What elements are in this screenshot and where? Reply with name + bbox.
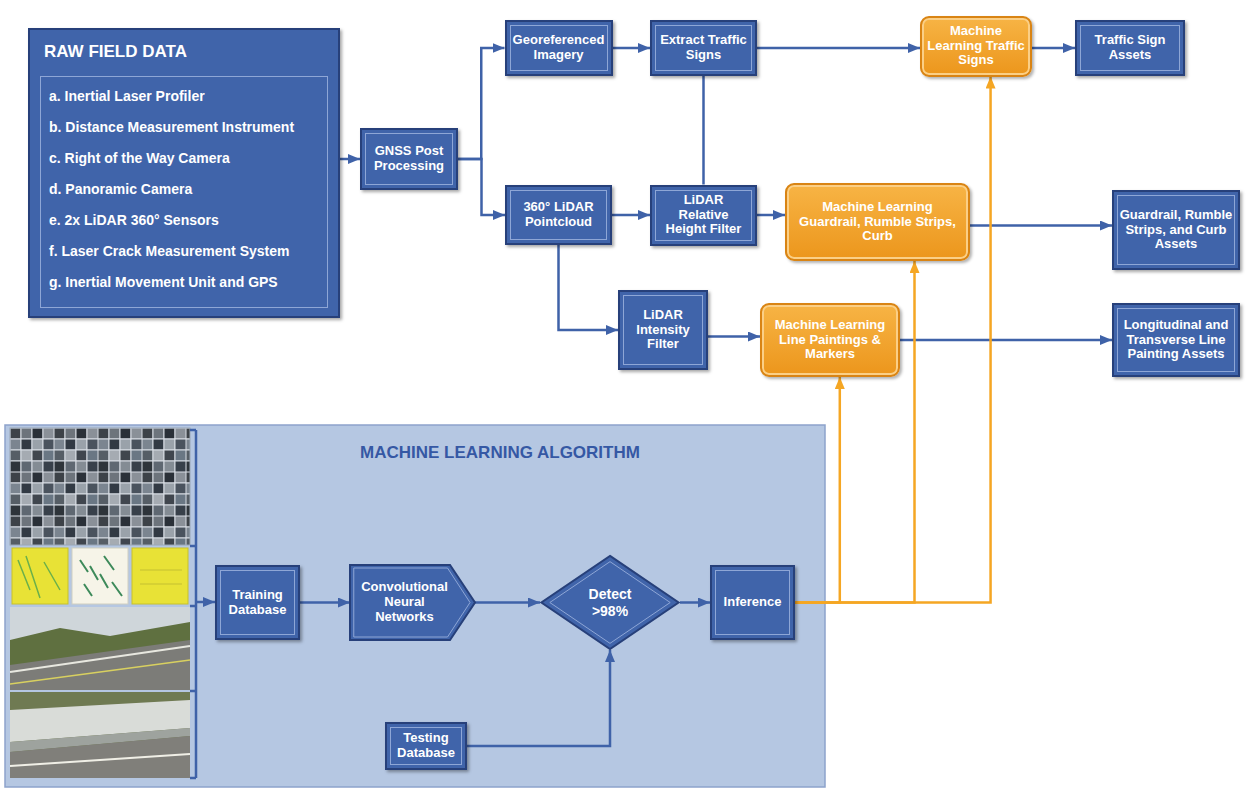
flow-connector: [475, 601, 540, 604]
box-label: Training Database: [222, 588, 293, 618]
process-box: Georeferenced Imagery: [505, 20, 613, 76]
text-holder: LiDAR Relative Height Filter: [657, 193, 750, 238]
list-item: c. Right of the Way Camera: [49, 143, 319, 174]
shape-frame: [550, 562, 670, 644]
process-box: Longitudinal and Transverse Line Paintin…: [1112, 303, 1240, 377]
flow-connector: [559, 245, 619, 330]
shape-frame: [354, 568, 470, 637]
road-photo: [10, 607, 190, 690]
flow-connector: [458, 159, 505, 215]
list-item: e. 2x LiDAR 360° Sensors: [49, 205, 319, 236]
box-label: Guardrail, Rumble Strips, and Curb Asset…: [1119, 208, 1233, 253]
text-holder: Extract Traffic Signs: [657, 33, 750, 63]
pointcloud-thumbnails: [12, 548, 188, 604]
list-item: a. Inertial Laser Profiler: [49, 81, 319, 112]
text-holder: 360° LiDAR Pointcloud: [512, 200, 605, 230]
box-label: LiDAR Intensity Filter: [625, 308, 701, 353]
flow-connector: [300, 601, 350, 604]
list-item: b. Distance Measurement Instrument: [49, 112, 319, 143]
collage-bracket: [190, 430, 215, 778]
process-box: LiDAR Intensity Filter: [618, 290, 708, 370]
flow-connector: [1032, 47, 1075, 50]
list-frame: a. Inertial Laser Profilerb. Distance Me…: [40, 76, 328, 308]
box-label: Detect >98%: [575, 586, 645, 618]
text-holder: Convolutional Neural Networks: [356, 580, 453, 625]
process-box: 360° LiDAR Pointcloud: [505, 185, 612, 245]
flow-connector: [680, 601, 710, 604]
process-box: Training Database: [215, 565, 300, 640]
text-holder: Machine Learning Traffic Signs: [927, 24, 1025, 69]
box-label: Inference: [724, 595, 782, 610]
ml-process-box: Machine Learning Traffic Signs: [920, 16, 1032, 77]
box-label: Longitudinal and Transverse Line Paintin…: [1119, 318, 1233, 363]
flow-connector: [757, 214, 785, 217]
list-heading: RAW FIELD DATA: [44, 42, 187, 62]
process-box: Traffic Sign Assets: [1075, 20, 1185, 76]
flow-connector: [702, 76, 705, 185]
text-holder: Inference: [724, 595, 782, 610]
text-holder: GNSS Post Processing: [367, 144, 451, 174]
flow-connector: [340, 158, 360, 161]
list-item: g. Inertial Movement Unit and GPS: [49, 267, 319, 298]
text-holder: Detect >98%: [575, 586, 645, 618]
input-list-box: RAW FIELD DATA a. Inertial Laser Profiler…: [28, 28, 340, 318]
process-box: Inference: [710, 565, 795, 640]
thumbnail-mosaic: [10, 428, 190, 545]
box-label: GNSS Post Processing: [367, 144, 451, 174]
ml-process-box: Machine Learning Guardrail, Rumble Strip…: [785, 183, 970, 261]
process-box: GNSS Post Processing: [360, 128, 458, 190]
box-label: Traffic Sign Assets: [1082, 33, 1178, 63]
box-label: Machine Learning Line Paintings & Marker…: [767, 318, 893, 363]
flow-connector: [900, 339, 1112, 342]
text-holder: Testing Database: [392, 731, 460, 761]
panel-ground: [5, 425, 825, 787]
process-box: Extract Traffic Signs: [650, 20, 757, 76]
text-holder: Training Database: [222, 588, 293, 618]
flow-connector: [757, 47, 920, 50]
flow-connector: [612, 214, 650, 217]
list-item: d. Panoramic Camera: [49, 174, 319, 205]
box-label: Testing Database: [392, 731, 460, 761]
box-label: LiDAR Relative Height Filter: [657, 193, 750, 238]
ml-process-box: Machine Learning Line Paintings & Marker…: [760, 303, 900, 377]
flow-connector: [613, 47, 651, 50]
flow-connector: [467, 650, 610, 746]
guardrail-photo: [10, 692, 190, 778]
flow-connector: [708, 335, 760, 338]
panel-heading: MACHINE LEARNING ALGORITHM: [175, 443, 825, 463]
box-label: Convolutional Neural Networks: [356, 580, 453, 625]
text-holder: Georeferenced Imagery: [512, 33, 606, 63]
text-holder: Machine Learning Guardrail, Rumble Strip…: [792, 200, 963, 245]
process-box: LiDAR Relative Height Filter: [650, 185, 757, 246]
box-label: Georeferenced Imagery: [512, 33, 606, 63]
box-label: Machine Learning Guardrail, Rumble Strip…: [792, 200, 963, 245]
text-holder: Guardrail, Rumble Strips, and Curb Asset…: [1119, 208, 1233, 253]
shape-fill: [541, 556, 678, 649]
list-item: f. Laser Crack Measurement System: [49, 236, 319, 267]
box-label: Extract Traffic Signs: [657, 33, 750, 63]
inference-connector: [795, 377, 840, 603]
box-label: Machine Learning Traffic Signs: [927, 24, 1025, 69]
shape-fill: [350, 565, 475, 640]
text-holder: LiDAR Intensity Filter: [625, 308, 701, 353]
algorithm-panel: MACHINE LEARNING ALGORITHM Training Datab…: [5, 425, 825, 787]
training-image-collage: [10, 428, 190, 778]
box-label: 360° LiDAR Pointcloud: [512, 200, 605, 230]
text-holder: Machine Learning Line Paintings & Marker…: [767, 318, 893, 363]
process-box: Guardrail, Rumble Strips, and Curb Asset…: [1112, 190, 1240, 270]
flow-connector: [458, 48, 505, 159]
decision-diamond: Detect >98%: [540, 555, 680, 650]
process-box: Testing Database: [385, 722, 467, 770]
text-holder: Traffic Sign Assets: [1082, 33, 1178, 63]
process-pentagon: Convolutional Neural Networks: [350, 565, 475, 640]
text-holder: Longitudinal and Transverse Line Paintin…: [1119, 318, 1233, 363]
